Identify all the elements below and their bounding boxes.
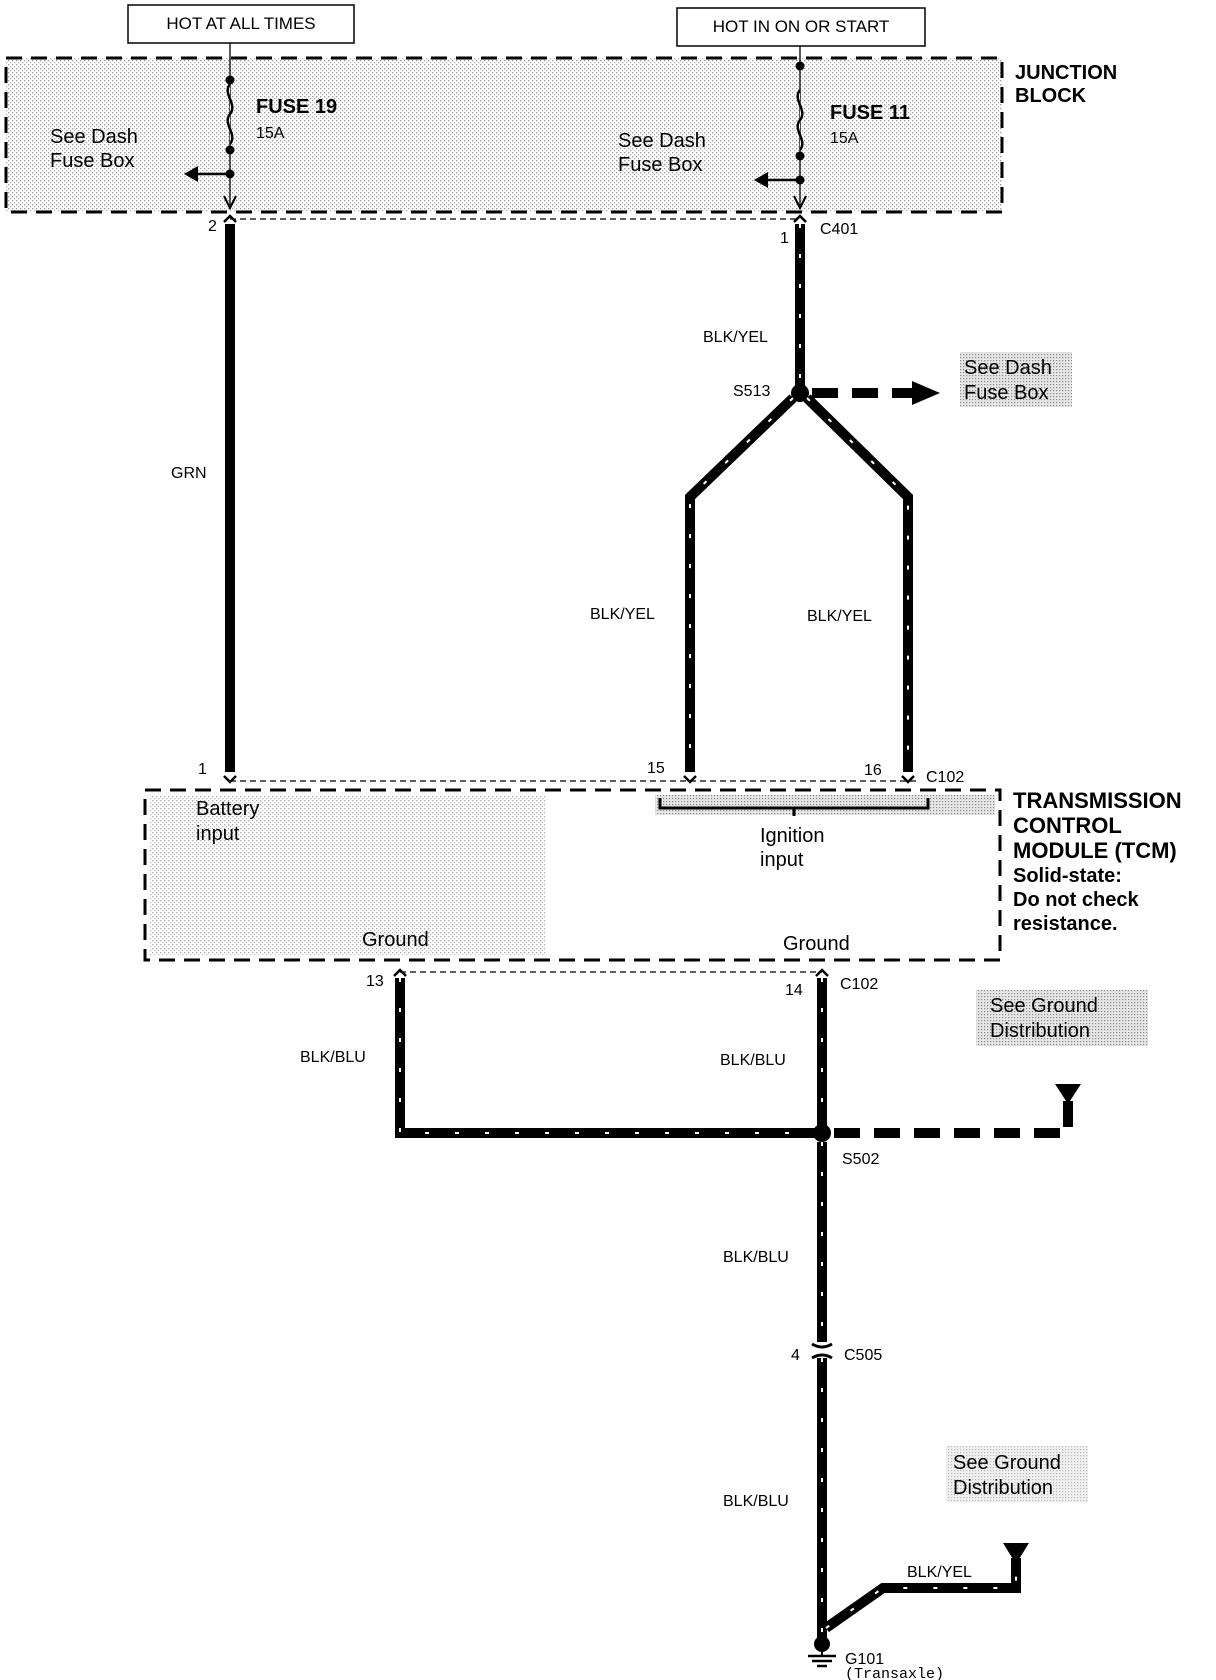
label-tcm-title-line1: TRANSMISSION — [1013, 788, 1182, 813]
hot-at-all-times-label: HOT AT ALL TIMES — [127, 4, 355, 44]
label-ground-refs-upper-line2: Distribution — [990, 1020, 1090, 1042]
label-pins-c102-top: C102 — [926, 769, 964, 786]
label-wires-blk-blu-g101: BLK/BLU — [723, 1493, 789, 1510]
label-g101-location: (Transaxle) — [845, 1666, 944, 1680]
label-tcm-ignition-line1: Ignition — [760, 825, 825, 847]
wire-blk-yel-bottom — [823, 1543, 1029, 1633]
connector-c505 — [811, 1342, 833, 1360]
fuse-11 — [793, 61, 807, 211]
label-pins-jb-left: 2 — [208, 218, 217, 235]
label-hot-labels-right: HOT IN ON OR START — [713, 17, 890, 36]
label-splices-s502: S502 — [842, 1151, 879, 1168]
label-tcm-note-line3: resistance. — [1013, 913, 1118, 935]
label-junction-block-fuse-left-name: FUSE 19 — [256, 96, 337, 118]
label-splices-s513: S513 — [733, 383, 770, 400]
label-junction-block-title-line1: JUNCTION — [1015, 62, 1117, 84]
label-wires-grn: GRN — [171, 465, 207, 482]
label-pins-tcm-14: 14 — [785, 982, 803, 999]
label-pins-jb-right: 1 — [780, 230, 789, 247]
label-wires-blk-yel-top: BLK/YEL — [703, 329, 768, 346]
label-pins-tcm-1: 1 — [198, 761, 207, 778]
wire-blk-blu-13 — [393, 968, 822, 1138]
label-wires-blk-yel-left: BLK/YEL — [590, 606, 655, 623]
label-tcm-title-line2: CONTROL — [1013, 813, 1122, 838]
label-pins-tcm-15: 15 — [647, 760, 665, 777]
fuse-19 — [223, 75, 237, 211]
label-wires-blk-yel-bottom: BLK/YEL — [907, 1564, 972, 1581]
label-ground-refs-upper-line1: See Ground — [990, 995, 1098, 1017]
label-junction-block-see-left-line1: See Dash — [50, 126, 138, 148]
label-pins-c505-pin: 4 — [791, 1347, 800, 1364]
label-g101-name: G101 — [845, 1651, 884, 1668]
label-pins-tcm-13: 13 — [366, 973, 384, 990]
label-tcm-title-line3: MODULE (TCM) — [1013, 838, 1177, 863]
splice-s502 — [813, 1124, 831, 1142]
label-wires-blk-yel-right: BLK/YEL — [807, 608, 872, 625]
wire-blk-yel-right — [803, 394, 915, 784]
arrow-left-icon — [754, 172, 800, 188]
label-tcm-ground-right: Ground — [783, 933, 850, 955]
see-dash-fuse-box-ref: See Dash Fuse Box — [960, 352, 1072, 407]
label-hot-labels-left: HOT AT ALL TIMES — [166, 14, 315, 33]
ground-g101-icon — [808, 1636, 836, 1668]
wire-grn — [223, 214, 237, 784]
label-see-dash-s513-line1: See Dash — [964, 357, 1052, 379]
label-tcm-battery-line2: input — [196, 823, 240, 845]
hot-in-on-or-start-label: HOT IN ON OR START — [676, 7, 926, 47]
label-wires-blk-blu-s502: BLK/BLU — [723, 1249, 789, 1266]
label-junction-block-fuse-left-rating: 15A — [256, 125, 285, 142]
splice-s513 — [791, 384, 809, 402]
label-junction-block-see-right-line1: See Dash — [618, 130, 706, 152]
label-see-dash-s513-line2: Fuse Box — [964, 382, 1048, 404]
wire-blk-yel-top — [793, 214, 807, 392]
label-wires-blk-blu-13: BLK/BLU — [300, 1049, 366, 1066]
label-pins-c401: C401 — [820, 221, 858, 238]
label-wires-blk-blu-14: BLK/BLU — [720, 1052, 786, 1069]
label-junction-block-see-left-line2: Fuse Box — [50, 150, 134, 172]
wire-to-ground-distribution — [834, 1084, 1081, 1138]
label-tcm-ignition-line2: input — [760, 849, 804, 871]
label-tcm-note-line2: Do not check — [1013, 889, 1139, 911]
label-tcm-note-line1: Solid-state: — [1013, 865, 1122, 887]
label-ground-refs-lower-line1: See Ground — [953, 1452, 1061, 1474]
label-junction-block-see-right-line2: Fuse Box — [618, 154, 702, 176]
junction-block: JUNCTION BLOCK — [4, 56, 1117, 214]
wire-blk-blu-14 — [815, 968, 829, 1133]
see-ground-distribution-lower: See Ground Distribution — [946, 1446, 1088, 1502]
label-junction-block-title-line2: BLOCK — [1015, 85, 1087, 107]
label-pins-c505: C505 — [844, 1347, 882, 1364]
label-pins-tcm-16: 16 — [864, 762, 882, 779]
transmission-control-module — [143, 788, 1002, 962]
wire-to-dash-fuse-box — [812, 381, 940, 405]
label-tcm-battery-line1: Battery — [196, 798, 259, 820]
label-tcm-ground-left: Ground — [362, 929, 429, 951]
ignition-bracket — [658, 798, 930, 816]
wire-blk-yel-left — [683, 394, 797, 784]
label-pins-c102-bottom: C102 — [840, 976, 878, 993]
label-junction-block-fuse-right-rating: 15A — [830, 130, 859, 147]
ground-triangle-icon — [1055, 1084, 1081, 1104]
label-junction-block-fuse-right-name: FUSE 11 — [830, 102, 910, 124]
see-ground-distribution-upper: See Ground Distribution — [976, 990, 1148, 1046]
ground-triangle-icon — [1003, 1543, 1029, 1564]
arrow-left-icon — [184, 166, 230, 182]
label-ground-refs-lower-line2: Distribution — [953, 1477, 1053, 1499]
